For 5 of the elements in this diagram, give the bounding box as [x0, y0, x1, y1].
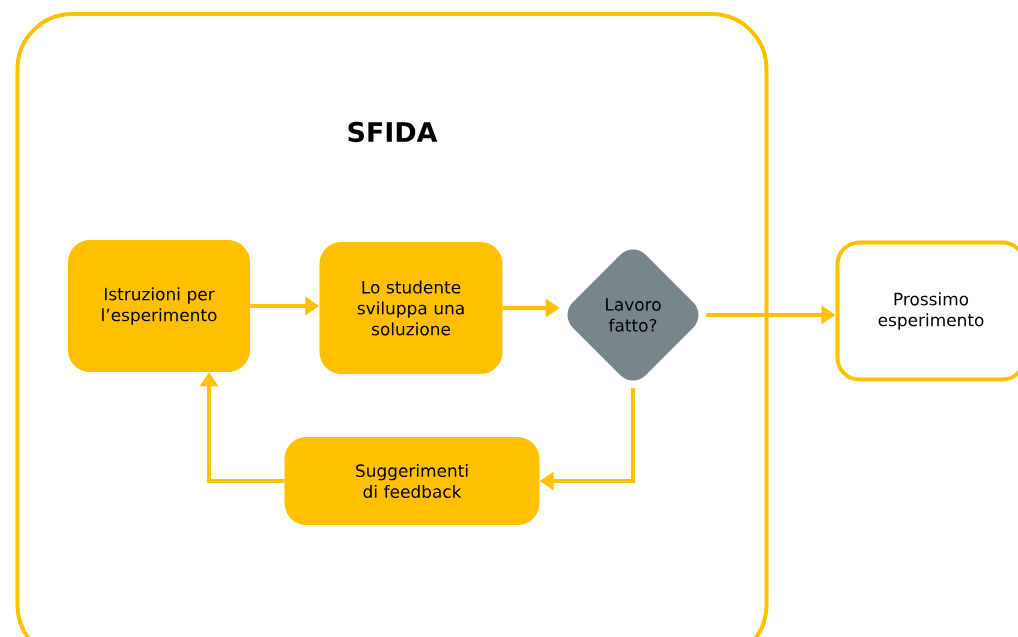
- process-box: Suggerimenti di feedback: [284, 437, 540, 525]
- process-box: Istruzioni per l’esperimento: [68, 240, 250, 372]
- group-title: SFIDA: [348, 121, 438, 143]
- process-box: Lo studente sviluppa una soluzione: [319, 242, 503, 374]
- process-box: Prossimo esperimento: [835, 240, 1018, 382]
